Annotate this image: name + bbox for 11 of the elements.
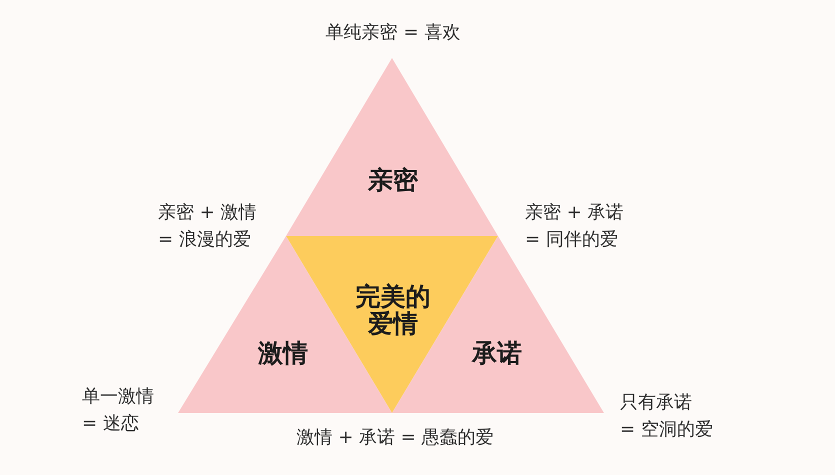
annotation-label: 亲密 + 激情 = 浪漫的爱 [158, 201, 257, 252]
caption-label: 只有承诺 = 空洞的爱 [620, 391, 713, 442]
segment-label: 完美的爱情 [354, 283, 432, 337]
triangle-segment [286, 58, 498, 236]
caption-label: 单一激情 = 迷恋 [82, 385, 154, 436]
segment-label: 激情 [258, 340, 308, 366]
segment-label: 承诺 [472, 340, 522, 366]
caption-label: 单纯亲密 = 喜欢 [326, 21, 460, 45]
segment-label: 亲密 [368, 166, 418, 194]
annotation-label: 激情 + 承诺 = 愚蠢的爱 [296, 426, 494, 450]
annotation-label: 亲密 + 承诺 = 同伴的爱 [525, 201, 624, 252]
